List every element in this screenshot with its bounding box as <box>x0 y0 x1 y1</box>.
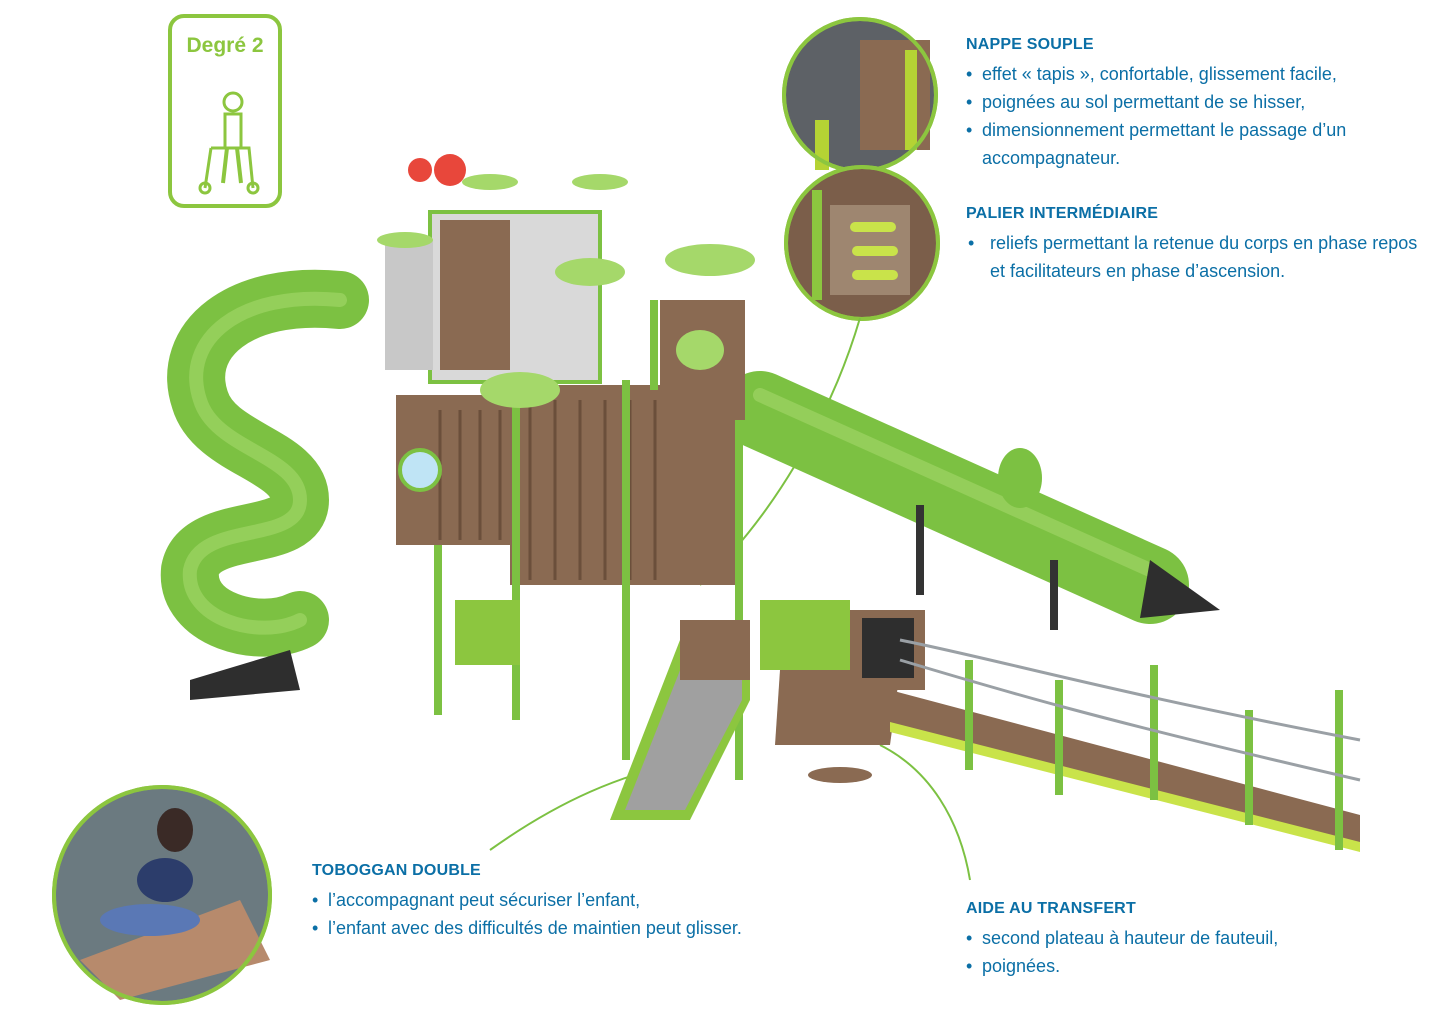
detail-circle-photo <box>52 785 272 1005</box>
callout-item: l’enfant avec des difficultés de maintie… <box>312 914 872 942</box>
callout-title: TOBOGGAN DOUBLE <box>312 862 481 879</box>
callout-item: poignées. <box>966 952 1386 980</box>
transfer-ramp <box>760 600 1361 852</box>
callout-item: l’accompagnant peut sécuriser l’enfant, <box>312 886 872 914</box>
callout-nappe-souple: NAPPE SOUPLE effet « tapis », confortabl… <box>966 36 1426 172</box>
detail-circle-nappe <box>782 17 938 173</box>
callout-title: AIDE AU TRANSFERT <box>966 900 1136 917</box>
tube-slide <box>721 371 1220 630</box>
double-slide <box>610 620 750 820</box>
callout-title: NAPPE SOUPLE <box>966 36 1094 53</box>
callout-palier-intermediaire: PALIER INTERMÉDIAIRE reliefs permettant … <box>966 205 1426 285</box>
callout-item: dimensionnement permettant le passage d’… <box>966 116 1426 172</box>
walker-child-icon <box>198 91 260 195</box>
degree-badge: Degré 2 <box>168 14 282 208</box>
callout-title: PALIER INTERMÉDIAIRE <box>966 205 1159 222</box>
callout-item: poignées au sol permettant de se hisser, <box>966 88 1426 116</box>
callout-item: effet « tapis », confortable, glissement… <box>966 60 1426 88</box>
play-tower <box>377 154 755 780</box>
callout-aide-au-transfert: AIDE AU TRANSFERT second plateau à haute… <box>966 900 1386 980</box>
callout-toboggan-double: TOBOGGAN DOUBLE l’accompagnant peut sécu… <box>312 862 872 942</box>
callout-item: second plateau à hauteur de fauteuil, <box>966 924 1386 952</box>
detail-circle-palier <box>784 165 940 321</box>
callout-item: reliefs permettant la retenue du corps e… <box>966 229 1426 285</box>
spiral-slide <box>160 269 369 700</box>
badge-title: Degré 2 <box>186 34 264 57</box>
